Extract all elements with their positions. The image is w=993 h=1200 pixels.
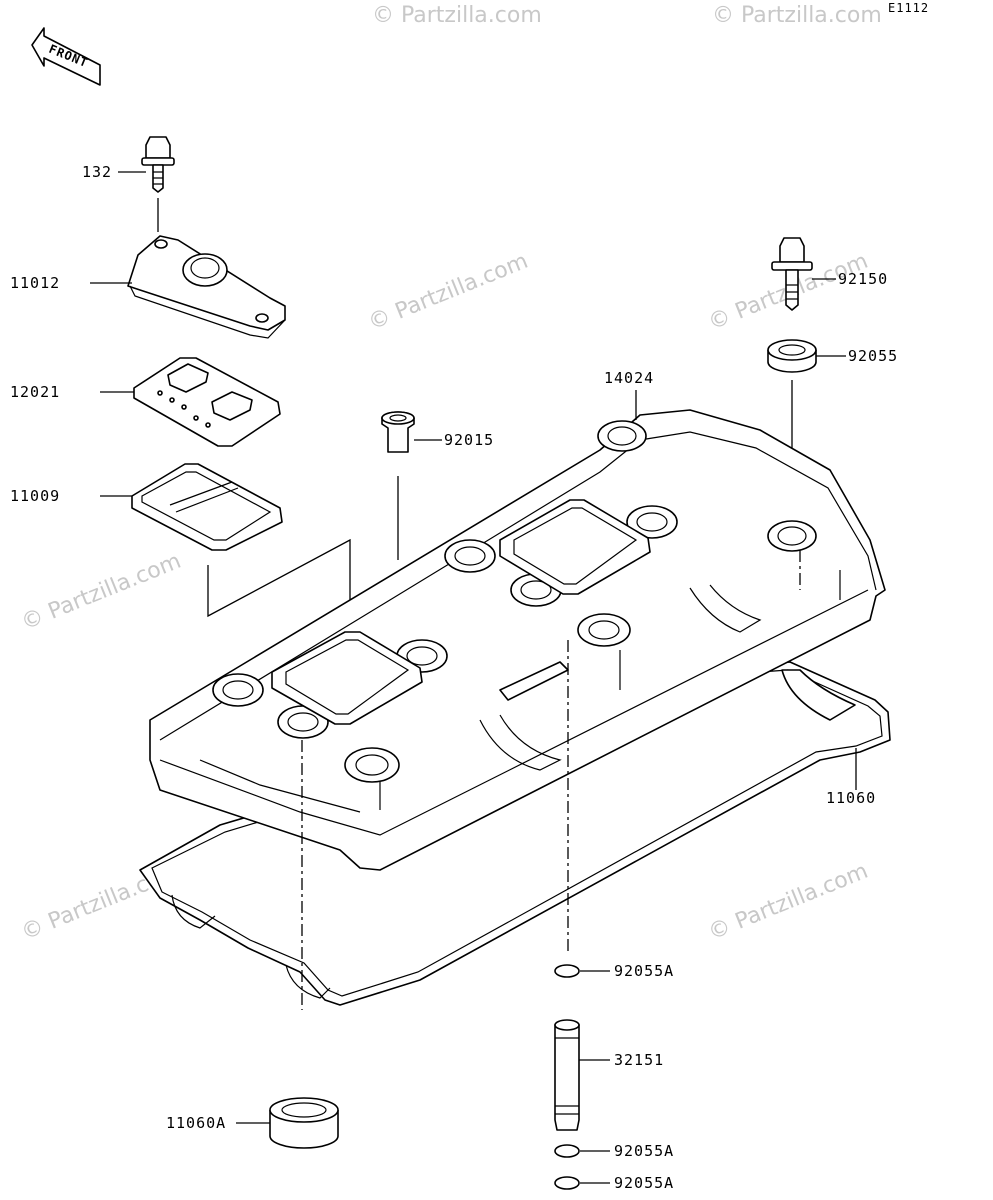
part-label-11060A: 11060A [166,1114,226,1132]
watermark: © Partzilla.com [372,3,542,28]
watermark: © Partzilla.com [18,549,185,636]
watermark: © Partzilla.com [705,859,872,946]
pipe-32151 [554,1019,610,1131]
part-label-92150: 92150 [838,270,888,288]
part-label-92055A: 92055A [614,1174,674,1192]
part-label-92055A: 92055A [614,962,674,980]
watermark: © Partzilla.com [712,3,882,28]
part-label-11060: 11060 [826,789,876,807]
part-label-92055: 92055 [848,347,898,365]
part-label-12021: 12021 [10,383,60,401]
part-label-132: 132 [82,163,112,181]
valve-cover-14024 [149,390,886,871]
washer-92055 [767,339,846,520]
assembly-line [207,538,351,640]
o-ring-92055A [554,1144,610,1158]
plate-12021 [100,357,281,447]
part-label-32151: 32151 [614,1051,664,1069]
seal-11060A [236,1097,339,1149]
bolt-132 [118,136,175,232]
gasket-11009 [100,463,283,551]
part-label-14024: 14024 [604,369,654,387]
o-ring-92055A [554,1176,610,1190]
grommet-92015 [381,411,442,560]
watermark: © Partzilla.com [365,249,532,336]
diagram-code: E1112 [888,1,929,15]
bolt-92150 [771,237,836,311]
cover-11012 [90,235,286,339]
front-arrow-icon: FRONT [31,27,101,86]
o-ring-92055A [554,964,610,978]
part-label-92015: 92015 [444,431,494,449]
part-label-92055A: 92055A [614,1142,674,1160]
part-label-11009: 11009 [10,487,60,505]
part-label-11012: 11012 [10,274,60,292]
